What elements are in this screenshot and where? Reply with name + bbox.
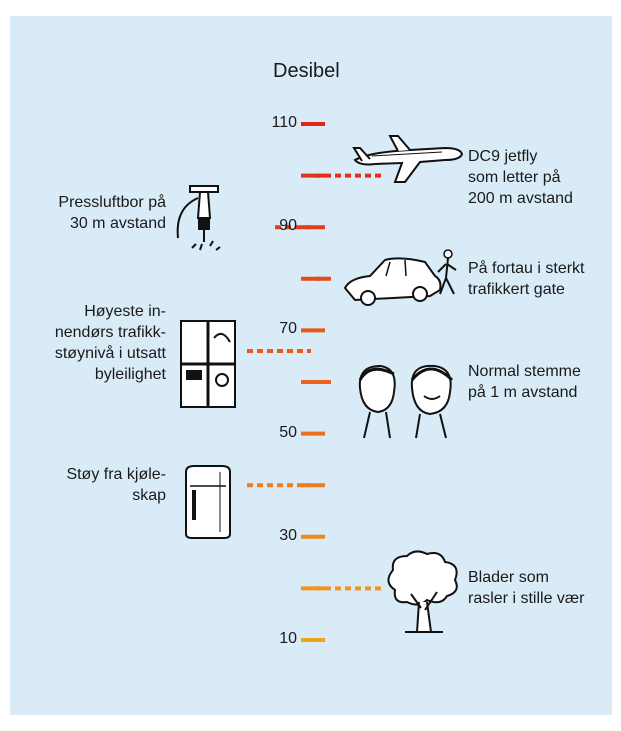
label-line: trafikkert gate: [468, 280, 565, 298]
label-refrigerator: Støy fra kjøle-skap: [66, 464, 166, 506]
label-faces: Normal stemme på 1 m avstand: [468, 361, 581, 403]
jackhammer-icon: [176, 185, 221, 251]
car-pedestrian-icon: [343, 249, 457, 306]
label-line: På fortau i sterkt: [468, 259, 585, 277]
tick-label: 90: [279, 217, 297, 235]
label-line: skap: [132, 487, 166, 505]
tick-label: 50: [279, 423, 297, 441]
tick-label: 30: [279, 526, 297, 544]
label-line: Pressluftbor på: [58, 194, 166, 212]
label-line: som letter på: [468, 169, 561, 187]
label-line: byleilighet: [94, 366, 166, 384]
label-line: 200 m avstand: [468, 190, 573, 208]
diagram-title: Desibel: [273, 60, 340, 82]
label-airplane: DC9 jetfly som letter på 200 m avstand: [468, 146, 573, 209]
label-jackhammer: Pressluftbor på 30 m avstand: [58, 192, 166, 234]
window-icon: [180, 320, 236, 408]
label-tree: Blader som rasler i stille vær: [468, 567, 584, 609]
label-line: Normal stemme: [468, 363, 581, 380]
label-window: Høyeste in-nendørs trafikk-støynivå i ut…: [55, 301, 166, 385]
label-line: på 1 m avstand: [468, 384, 578, 401]
label-line: Blader som: [468, 569, 549, 587]
label-line: Støy fra kjøle-: [66, 466, 166, 484]
label-line: støynivå i utsatt: [54, 345, 166, 363]
tick-label: 70: [279, 320, 297, 338]
label-car-pedestrian: På fortau i sterkt trafikkert gate: [468, 258, 585, 300]
tree-icon: [387, 550, 458, 633]
refrigerator-icon: [185, 465, 231, 539]
tick-label: 110: [271, 114, 297, 131]
label-line: Høyeste in-: [84, 303, 166, 321]
airplane-icon: [352, 135, 464, 183]
label-line: 30 m avstand: [69, 215, 166, 233]
label-line: nendørs trafikk-: [54, 324, 166, 342]
label-line: rasler i stille vær: [468, 590, 585, 608]
label-line: DC9 jetfly: [468, 148, 538, 166]
tick-label: 10: [279, 630, 297, 647]
faces-icon: [358, 364, 454, 439]
